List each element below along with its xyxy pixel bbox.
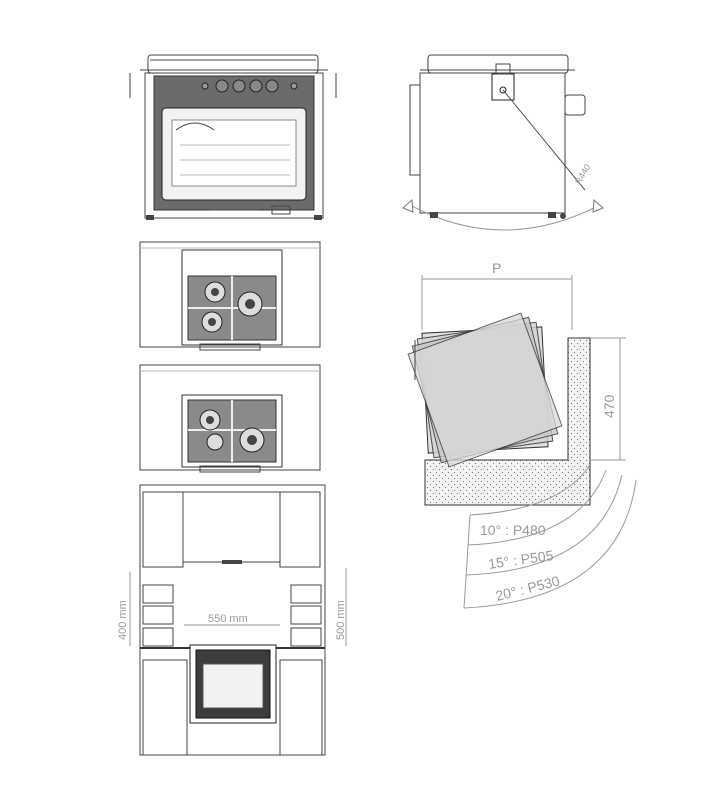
cabinet-view: 550 mm 400 mm 500 mm — [117, 484, 347, 756]
countertop-view-bottom — [139, 364, 321, 473]
tilt-row-10: 10° : P480 — [480, 522, 546, 538]
side-view: R440 — [402, 54, 604, 231]
tilt-depth-label: P — [492, 260, 501, 276]
cabinet-right-height-label: 500 mm — [335, 600, 347, 640]
cabinet-width-label: 550 mm — [208, 613, 248, 625]
countertop-view-top — [139, 241, 321, 351]
radius-label: R440 — [573, 162, 592, 186]
front-view — [129, 54, 337, 220]
cabinet-left-height-label: 400 mm — [117, 600, 129, 640]
tilt-row-20: 20° : P530 — [494, 572, 562, 603]
tilt-view: P 470 10° : P480 15° : P505 20° : P530 — [407, 260, 637, 609]
tilt-height-label: 470 — [601, 394, 617, 418]
